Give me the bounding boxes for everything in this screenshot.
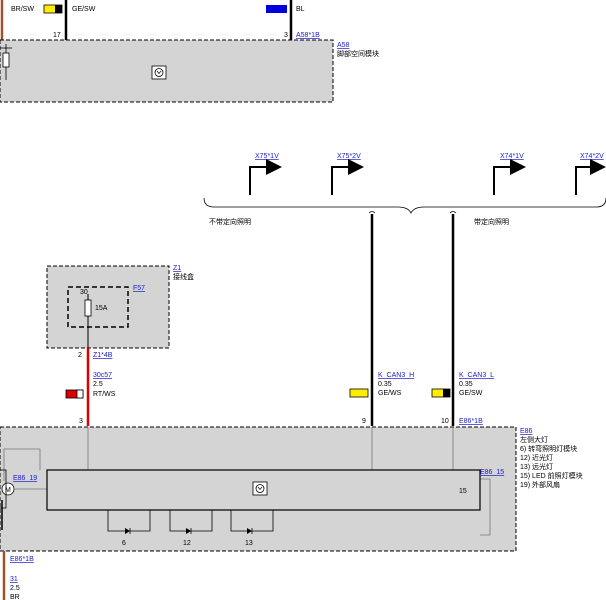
inner-e86-19[interactable]: E86_19 [13, 475, 37, 482]
led-subcircuits [107, 510, 274, 534]
connector-e86-1b-top[interactable]: E86*1B [459, 418, 483, 425]
wire-color-swatch-white [76, 389, 84, 399]
wire-color-swatch-ge-sw-black [443, 389, 450, 397]
fuse-f57-id[interactable]: F57 [133, 285, 145, 292]
junction-box-z1 [46, 265, 170, 349]
fuse-pin-30: 30 [80, 289, 88, 296]
wire-30c57-id[interactable]: 30c57 [93, 372, 112, 379]
can-wires [368, 211, 457, 426]
resistor-icon [0, 44, 12, 80]
wire-k-can3-h-size: 0.35 [378, 381, 392, 388]
e86-pin-9: 9 [362, 418, 366, 425]
led-pin-13: 13 [245, 540, 253, 547]
module-e86-id[interactable]: E86 [520, 428, 533, 435]
e86-item-13: 13) 远光灯 [520, 462, 553, 471]
internal-wiring [3, 427, 491, 536]
e86-pin-10: 10 [441, 418, 449, 425]
pin-17-label: 17 [53, 32, 61, 39]
connector-z1-4b[interactable]: Z1*4B [93, 352, 113, 359]
led-pin-12: 12 [183, 540, 191, 547]
brace-right-label: 带定向照明 [474, 217, 509, 226]
e86-item-6: 6) 转弯照明灯模块 [520, 444, 577, 453]
arrow-x75-1v [249, 159, 282, 195]
led-pin-6: 6 [122, 540, 126, 547]
module-a58-id[interactable]: A58 [337, 42, 350, 49]
module-a58-box [0, 39, 334, 103]
wire-31-size: 2.5 [10, 585, 20, 592]
module-a58-name: 脚部空间模块 [337, 49, 379, 58]
e86-item-15: 15) LED 前照灯模块 [520, 471, 583, 480]
junction-box-z1-id[interactable]: Z1 [173, 265, 181, 272]
fan-motor-icon: M [1, 482, 15, 496]
brace-left-label: 不带定向照明 [209, 217, 251, 226]
wire-k-can3-l-color: GE/SW [459, 390, 483, 397]
arrow-x74-1v [493, 159, 526, 195]
led-headlight-module-box [46, 469, 481, 511]
top-wire-labels: BR/SW GE/SW BL [11, 4, 305, 14]
arrow-x75-2v [331, 159, 364, 195]
arrow-x74-2v [575, 159, 606, 195]
e86-item-12: 12) 近光灯 [520, 453, 553, 462]
connector-a58-1b[interactable]: A58*1B [296, 32, 320, 39]
connector-x74-1v[interactable]: X74*1V [500, 153, 524, 160]
module-symbol-icon [151, 65, 167, 80]
connector-x75-2v[interactable]: X75*2V [337, 153, 361, 160]
led-diode-icon [125, 528, 130, 534]
pin-3-label: 3 [284, 32, 288, 39]
connector-e86-1b-bottom[interactable]: E86*1B [10, 556, 34, 563]
wire-color-swatch-black [55, 5, 62, 13]
fuse-rating: 15A [95, 305, 108, 312]
e86-pin-3: 3 [79, 418, 83, 425]
wire-30c57-color: RT/WS [93, 391, 116, 398]
junction-box-z1-name: 接线盒 [173, 272, 194, 281]
wire-k-can3-h-name[interactable]: K_CAN3_H [378, 372, 414, 379]
led-diode-icon [247, 528, 252, 534]
wire-color-swatch-blue [266, 5, 287, 13]
z1-pin-2: 2 [78, 352, 82, 359]
wire-k-can3-l-size: 0.35 [459, 381, 473, 388]
connector-x74-2v[interactable]: X74*2V [580, 153, 604, 160]
fuse-icon [84, 294, 92, 348]
wire-30c57-size: 2.5 [93, 381, 103, 388]
wire-color-swatch-ge-ws [349, 388, 369, 398]
module-e86-name: 左侧大灯 [520, 435, 548, 444]
inner-pin-15: 15 [459, 488, 467, 495]
wire-left-color-code: BR/SW [11, 6, 34, 13]
module-symbol-icon [252, 481, 268, 496]
svg-text:M: M [5, 487, 11, 494]
wire-k-can3-h-color: GE/WS [378, 390, 402, 397]
wire-mid-color-code: GE/SW [72, 6, 96, 13]
fuse-f57-enclosure [67, 286, 129, 328]
wire-k-can3-l-name[interactable]: K_CAN3_L [459, 372, 494, 379]
option-brace [203, 197, 606, 214]
wire-31-id[interactable]: 31 [10, 576, 18, 583]
inner-e86-15[interactable]: E86_15 [480, 469, 504, 476]
connector-arrows [249, 159, 606, 195]
wire-31-color: BR [10, 594, 20, 600]
connector-x75-1v[interactable]: X75*1V [255, 153, 279, 160]
e86-item-19: 19) 外部风扇 [520, 480, 560, 489]
led-diode-icon [186, 528, 191, 534]
wire-right-color-code: BL [296, 6, 305, 13]
